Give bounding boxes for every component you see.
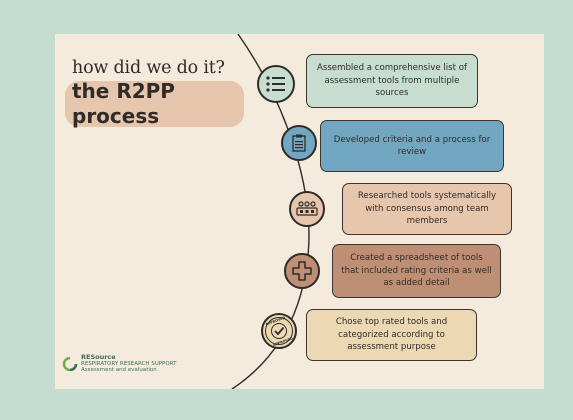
page-title-line2: process (72, 104, 160, 128)
logo-line2: Assessment and evaluation (81, 367, 157, 373)
approved-stamp-icon: APPROVED APPROVED (261, 313, 297, 349)
list-icon (257, 65, 295, 103)
svg-text:APPROVED: APPROVED (272, 336, 293, 346)
step-3-text: Researched tools systematically with con… (357, 191, 497, 227)
infographic-card: how did we do it? the R2PP process Assem… (55, 34, 544, 389)
step-1-text: Assembled a comprehensive list of assess… (316, 63, 468, 99)
resource-logo: RESource RESPIRATORY RESEARCH SUPPORT As… (61, 354, 177, 373)
plus-cross-icon (284, 253, 320, 289)
svg-text:APPROVED: APPROVED (265, 316, 286, 327)
step-2-text: Developed criteria and a process for rev… (333, 134, 491, 158)
logo-line1: RESPIRATORY RESEARCH SUPPORT (81, 361, 177, 367)
step-4-box: Created a spreadsheet of tools that incl… (332, 244, 501, 298)
step-1-box: Assembled a comprehensive list of assess… (306, 54, 478, 108)
step-5-box: Chose top rated tools and categorized ac… (306, 309, 477, 361)
logo-name: RESource (81, 353, 116, 361)
step-2-box: Developed criteria and a process for rev… (320, 120, 504, 172)
step-5-text: Chose top rated tools and categorized ac… (335, 317, 448, 353)
pretitle: how did we do it? (72, 58, 225, 78)
clipboard-checklist-icon (281, 125, 317, 161)
page-title-line1: the R2PP (72, 79, 175, 103)
step-4-text: Created a spreadsheet of tools that incl… (341, 253, 492, 289)
step-3-box: Researched tools systematically with con… (342, 183, 512, 235)
logo-mark-icon (62, 356, 78, 371)
title-highlight (65, 81, 244, 127)
team-meeting-icon (289, 191, 325, 227)
